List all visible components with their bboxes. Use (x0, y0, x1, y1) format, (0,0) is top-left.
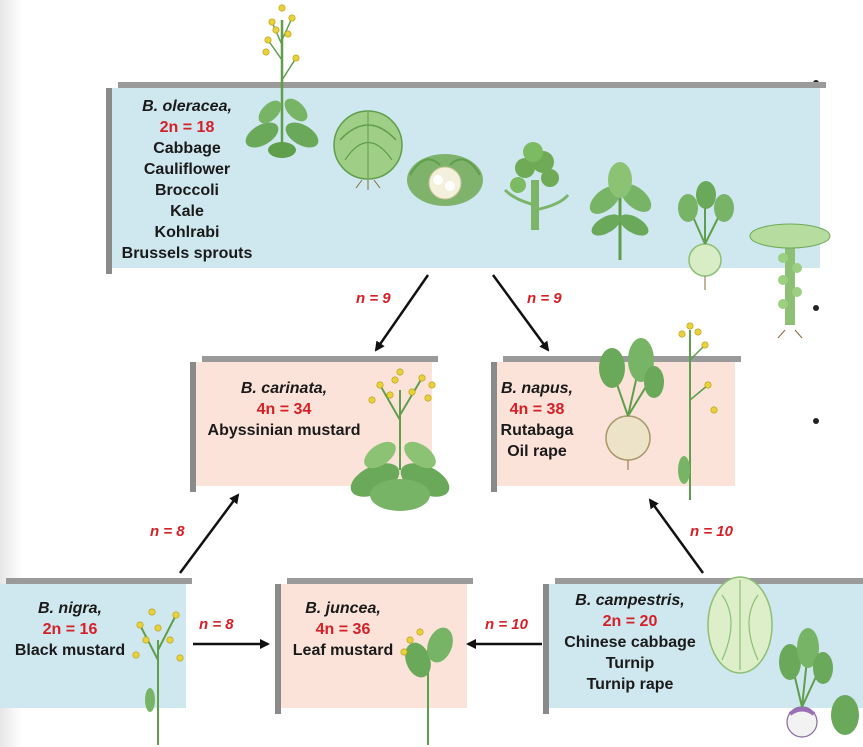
common-name: Kohlrabi (154, 224, 220, 241)
turnip-icon (779, 628, 859, 738)
edge-label: n = 8 (199, 616, 234, 633)
chromosome-number: 2n = 16 (42, 621, 98, 638)
bullet-dot (813, 418, 819, 424)
bullet-dot (813, 305, 819, 311)
species-name: B. napus, (500, 380, 573, 397)
oleracea-text: B. oleracea, 2n = 18 Cabbage Cauliflower… (112, 96, 262, 264)
common-name: Black mustard (14, 642, 126, 659)
edge-label: n = 9 (527, 290, 562, 307)
chromosome-number: 4n = 36 (315, 621, 371, 638)
nigra-text: B. nigra, 2n = 16 Black mustard (4, 598, 136, 661)
nigra-node (0, 578, 192, 708)
brussels-sprouts-icon (749, 223, 831, 339)
species-name: B. oleracea, (142, 98, 232, 115)
carinata-text: B. carinata, 4n = 34 Abyssinian mustard (196, 378, 372, 441)
chromosome-number: 4n = 34 (256, 401, 312, 418)
kohlrabi-icon (678, 181, 734, 290)
rutabaga-icon (599, 338, 664, 470)
common-name: Leaf mustard (292, 642, 394, 659)
species-name: B. nigra, (37, 600, 102, 617)
edge-label: n = 9 (356, 290, 391, 307)
species-name: B. juncea, (305, 600, 381, 617)
broccoli-icon (503, 142, 570, 230)
campestris-text: B. campestris, 2n = 20 Chinese cabbage T… (549, 590, 711, 695)
chromosome-number: 2n = 18 (159, 119, 215, 136)
napus-text: B. napus, 4n = 38 Rutabaga Oil rape (497, 378, 577, 462)
mustard-plant-icon (245, 4, 319, 158)
arrow-nigra-to-carinata (178, 493, 240, 574)
page-edge-shadow (0, 0, 22, 747)
common-name: Abyssinian mustard (207, 422, 361, 439)
species-name: B. campestris, (575, 592, 685, 609)
chromosome-number: 4n = 38 (509, 401, 565, 418)
mustard-plant-icon (132, 608, 184, 745)
common-name: Turnip rape (586, 676, 674, 693)
mustard-plant-icon (400, 627, 453, 745)
kale-icon (589, 162, 652, 260)
common-name: Cauliflower (143, 161, 231, 178)
arrow-oleracea-to-carinata (374, 274, 430, 352)
juncea-text: B. juncea, 4n = 36 Leaf mustard (281, 598, 405, 661)
common-name: Oil rape (507, 443, 567, 460)
common-name: Broccoli (154, 182, 219, 199)
common-name: Turnip (605, 655, 655, 672)
cabbage-icon (333, 110, 403, 190)
common-name: Cabbage (153, 140, 221, 157)
cauliflower-icon (407, 154, 483, 206)
edge-label: n = 10 (485, 616, 528, 633)
arrow-campestris-to-napus (648, 498, 705, 574)
common-name: Kale (170, 203, 204, 220)
common-name: Rutabaga (500, 422, 574, 439)
edge-label: n = 10 (690, 523, 733, 540)
arrow-oleracea-to-napus (491, 274, 550, 352)
mustard-plant-icon (350, 368, 450, 511)
common-name: Brussels sprouts (121, 245, 253, 262)
common-name: Chinese cabbage (564, 634, 696, 651)
chromosome-number: 2n = 20 (602, 613, 658, 630)
mustard-plant-icon (678, 322, 718, 500)
species-name: B. carinata, (240, 380, 328, 397)
edge-label: n = 8 (150, 523, 185, 540)
chinese-cabbage-icon (707, 576, 773, 674)
